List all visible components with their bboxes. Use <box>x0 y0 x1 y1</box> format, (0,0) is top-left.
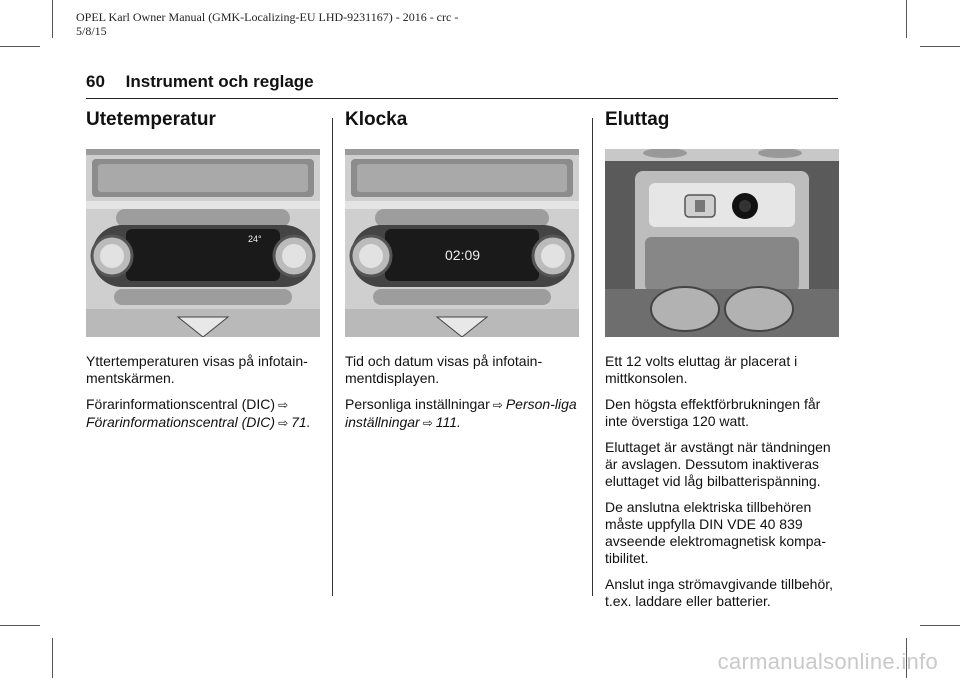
temperature-readout: 24° <box>248 234 262 244</box>
meta-line-2: 5/8/15 <box>76 24 107 38</box>
paragraph-temperature-reference: Förarinformationscentral (DIC)⇨ Förarinf… <box>86 396 311 430</box>
crop-mark <box>920 46 960 47</box>
column-divider <box>592 118 593 596</box>
paragraph-clock-reference: Personliga inställningar⇨Person-liga ins… <box>345 396 577 430</box>
crop-mark <box>906 638 907 678</box>
reference-arrow-icon: ⇨ <box>278 416 289 430</box>
document-meta: OPEL Karl Owner Manual (GMK-Localizing-E… <box>76 10 458 38</box>
page-number: 60 <box>86 72 105 91</box>
column-divider <box>332 118 333 596</box>
infotainment-temperature-figure: 24° <box>86 149 320 337</box>
reference-link-settings[interactable]: Person-liga inställningar <box>345 396 577 430</box>
reference-arrow-icon: ⇨ <box>492 398 503 412</box>
reference-link-dic[interactable]: Förarinformationscentral (DIC) <box>86 414 276 430</box>
reference-page-settings[interactable]: 111. <box>435 414 461 430</box>
crop-mark <box>52 638 53 678</box>
paragraph-clock-display: Tid och datum visas på infotain-mentdisp… <box>345 353 543 386</box>
clock-readout: 02:09 <box>445 247 480 263</box>
column-power-outlet: Eluttag Ett 12 volts eluttag är placerat… <box>605 108 839 619</box>
paragraph-temperature-display: Yttertemperaturen visas på infotain-ment… <box>86 353 308 386</box>
watermark: carmanualsonline.info <box>717 649 938 674</box>
paragraph-outlet-ignition: Eluttaget är avstängt när tändningen är … <box>605 439 831 489</box>
section-title: Instrument och reglage <box>125 72 314 91</box>
power-outlet-figure <box>605 149 839 337</box>
crop-mark <box>906 0 907 38</box>
crop-mark <box>920 625 960 626</box>
column-clock: Klocka 02:09 Tid och datum visas på info… <box>345 108 579 441</box>
reference-page-dic[interactable]: 71. <box>291 414 311 430</box>
reference-arrow-icon: ⇨ <box>278 398 289 412</box>
crop-mark <box>0 625 40 626</box>
reference-arrow-icon: ⇨ <box>422 416 433 430</box>
crop-mark <box>52 0 53 38</box>
page-header: 60 Instrument och reglage <box>86 72 314 92</box>
heading-outside-temperature: Utetemperatur <box>86 109 216 130</box>
infotainment-clock-figure: 02:09 <box>345 149 579 337</box>
header-rule <box>86 98 838 99</box>
heading-clock: Klocka <box>345 109 408 130</box>
crop-mark <box>0 46 40 47</box>
heading-power-outlet: Eluttag <box>605 109 670 130</box>
paragraph-outlet-warning: Anslut inga strömavgivande tillbehör, t.… <box>605 576 834 609</box>
meta-line-1: OPEL Karl Owner Manual (GMK-Localizing-E… <box>76 10 459 24</box>
paragraph-outlet-compatibility: De anslutna elektriska tillbehören måste… <box>605 499 827 566</box>
paragraph-outlet-power: Den högsta effektförbrukningen får inte … <box>605 396 821 429</box>
column-outside-temperature: Utetemperatur 24° Yttertemperaturen visa… <box>86 108 320 441</box>
paragraph-outlet-location: Ett 12 volts eluttag är placerat i mittk… <box>605 353 798 386</box>
